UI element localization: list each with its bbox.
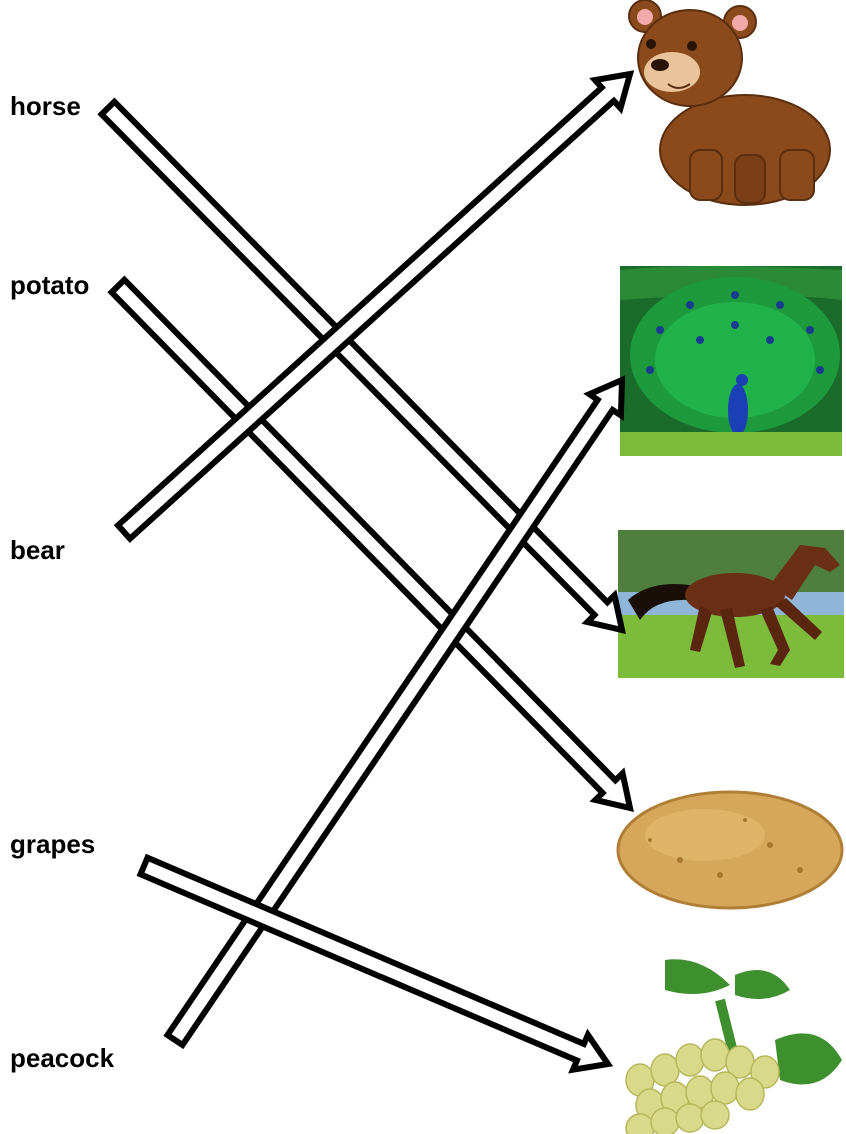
arrow-peacock-to-peacock <box>168 380 623 1045</box>
horse-picture <box>618 530 844 678</box>
peacock-picture <box>620 266 842 456</box>
grapes-picture <box>626 959 842 1134</box>
arrow-grapes-to-grapes <box>141 858 609 1070</box>
potato-picture <box>618 792 842 908</box>
bear-picture <box>629 0 830 205</box>
match-arrows <box>102 74 630 1070</box>
